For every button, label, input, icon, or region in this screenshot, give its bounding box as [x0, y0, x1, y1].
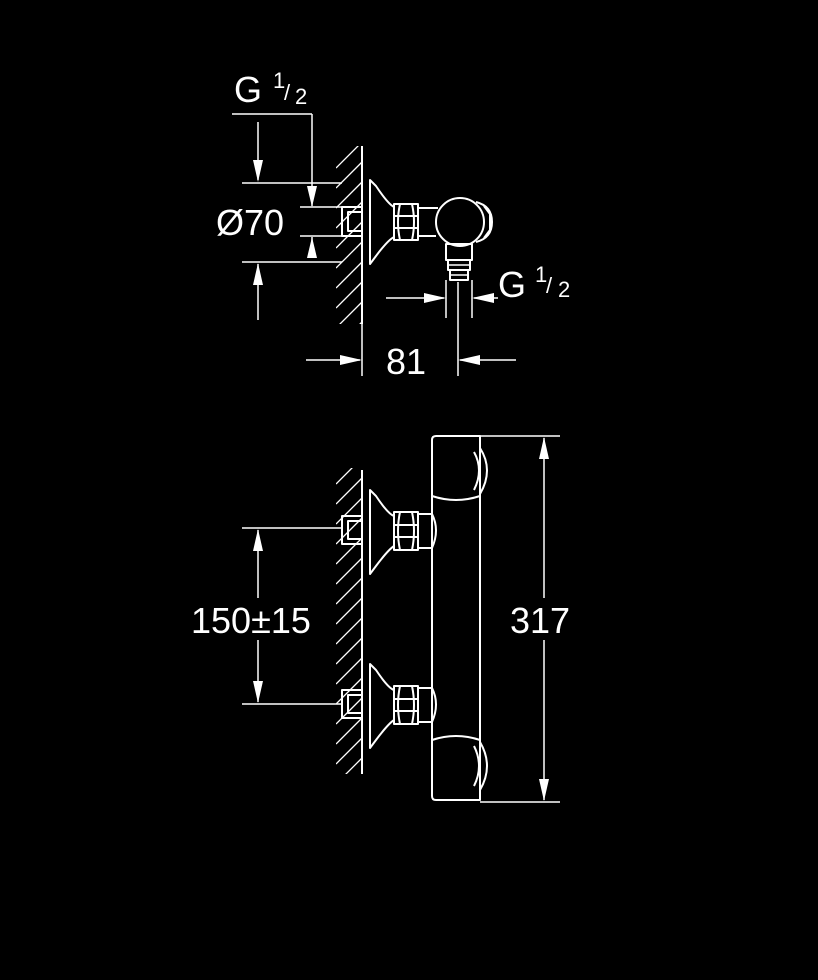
projection-label: 81	[386, 341, 426, 382]
lower-escutcheon	[369, 663, 395, 749]
thermostat-body-side	[435, 197, 485, 247]
svg-text:1: 1	[535, 262, 547, 287]
front-view: 150±15 317	[191, 435, 570, 803]
outlet-thread-label: G	[498, 264, 526, 305]
svg-text:2: 2	[558, 277, 570, 302]
connector-nut	[393, 203, 419, 241]
wall-front	[336, 468, 363, 774]
diameter-label: Ø70	[216, 202, 284, 243]
thermostat-body-front	[431, 435, 481, 801]
upper-escutcheon	[369, 489, 395, 575]
svg-text:/: /	[546, 273, 553, 298]
svg-text:1: 1	[273, 68, 285, 93]
inlet-thread-label: G	[234, 69, 262, 110]
svg-text:2: 2	[295, 84, 307, 109]
height-label: 317	[510, 600, 570, 641]
lower-nut	[393, 685, 419, 725]
svg-text:/: /	[284, 80, 291, 105]
side-view: G 1 / 2 Ø70 G 1 / 2 81	[216, 68, 570, 382]
wall-side	[336, 146, 363, 324]
upper-nut	[393, 511, 419, 551]
inlet-spacing-label: 150±15	[191, 600, 311, 641]
escutcheon-side	[369, 179, 395, 265]
